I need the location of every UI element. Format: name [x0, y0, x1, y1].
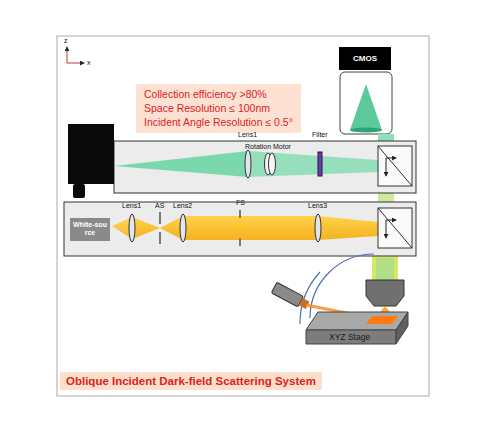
lens	[245, 150, 251, 178]
camera-tube	[340, 72, 392, 134]
green-beam	[248, 151, 378, 177]
part-name: AS	[155, 202, 164, 210]
beam-splitter	[378, 208, 412, 248]
beam-splitter	[378, 146, 412, 186]
beam-splitter	[386, 158, 387, 176]
lens	[180, 214, 186, 242]
node-text: White-source	[72, 221, 108, 238]
node-text: Collection efficiency >80%	[144, 87, 293, 101]
xyz-stage	[306, 330, 396, 344]
axis-label: x	[87, 59, 91, 67]
imaging-beam	[350, 84, 382, 130]
part-name: Lens1	[238, 131, 257, 139]
axis	[67, 47, 84, 63]
light-source-box: White-source	[70, 218, 110, 241]
beam	[376, 258, 394, 280]
part-name: Filter	[312, 131, 328, 139]
field-stop	[239, 210, 241, 218]
lens	[315, 214, 321, 242]
part-name: Lens1	[122, 202, 141, 210]
sample	[366, 316, 398, 324]
part-name: Lens2	[173, 202, 192, 210]
imaging-beam	[350, 128, 382, 133]
illumination-band	[64, 202, 416, 256]
aperture-stop	[159, 232, 161, 244]
part-name: Rotation Motor	[245, 143, 291, 151]
node-text: Incident Angle Resolution ≤ 0.5°	[144, 115, 293, 129]
stage-label: XYZ Stage	[326, 331, 373, 343]
node-text: Space Resolution ≤ 100nm	[144, 101, 293, 115]
filter	[318, 152, 322, 176]
frame	[57, 36, 429, 396]
camera-box: CMOS	[339, 47, 391, 70]
yellow-beam	[318, 216, 378, 240]
xyz-stage	[306, 312, 408, 330]
beam-splitter	[378, 208, 412, 248]
detection-band	[114, 141, 416, 193]
xyz-stage	[396, 312, 408, 344]
axis-label: z	[64, 37, 68, 45]
oblique-source	[271, 282, 310, 310]
spec-box: Collection efficiency >80%Space Resoluti…	[136, 84, 301, 133]
green-beam	[114, 151, 248, 177]
beam-splitter	[386, 158, 396, 159]
node-text: CMOS	[353, 54, 377, 63]
laser	[73, 184, 85, 198]
field-stop	[239, 238, 241, 246]
yellow-beam	[183, 216, 318, 240]
beam-splitter	[386, 220, 396, 221]
part-name: Lens3	[308, 202, 327, 210]
yellow-beam	[132, 217, 160, 239]
beam-splitter	[378, 146, 412, 186]
beam-splitter	[386, 220, 387, 238]
node-text: XYZ Stage	[329, 332, 370, 342]
aperture-stop	[159, 212, 161, 224]
lens	[129, 214, 135, 242]
rotation-motor	[269, 153, 276, 175]
laser	[68, 124, 114, 184]
objective	[366, 280, 404, 306]
part-name: FS	[236, 199, 245, 207]
title-band: Oblique Incident Dark-field Scattering S…	[60, 372, 322, 390]
